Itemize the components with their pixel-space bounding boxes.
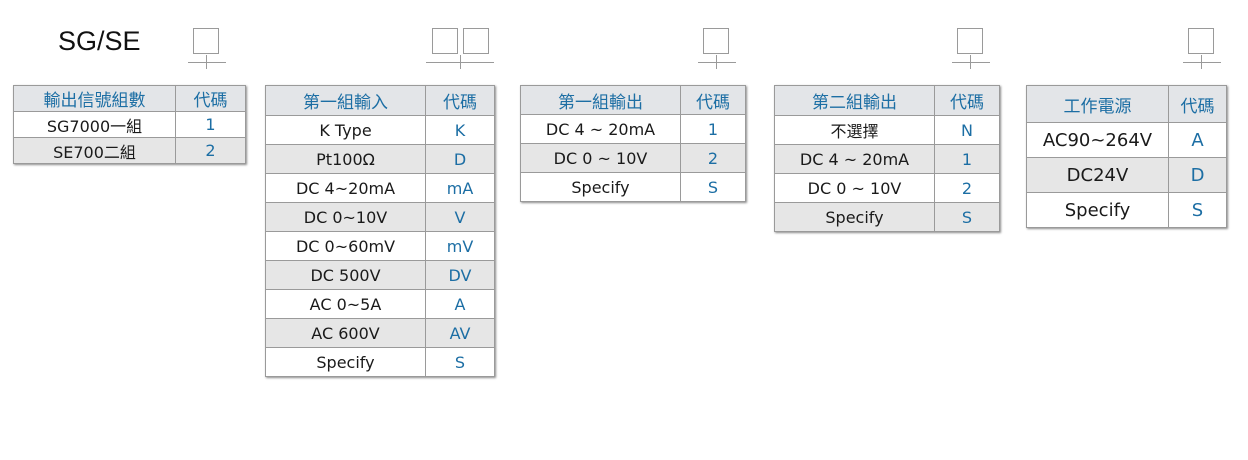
option-label: K Type <box>265 115 426 145</box>
table-row: DC24V D <box>1026 157 1227 193</box>
table-row: SG7000一組 1 <box>13 111 246 138</box>
option-label: DC 0 ~ 10V <box>774 173 935 203</box>
table-header: 第一組輸入 <box>265 85 426 116</box>
table-row: AC 0~5A A <box>265 289 495 319</box>
first-output-table: 第一組輸出 代碼 DC 4 ~ 20mA 1 DC 0 ~ 10V 2 Spec… <box>520 85 746 202</box>
table-header-code: 代碼 <box>1168 85 1227 123</box>
table-row: DC 0~60mV mV <box>265 231 495 261</box>
option-code: 2 <box>680 143 746 173</box>
table-header: 第二組輸出 <box>774 85 935 116</box>
table-row: AC 600V AV <box>265 318 495 348</box>
option-code: S <box>934 202 1000 232</box>
option-code: DV <box>425 260 495 290</box>
connector-line <box>426 62 494 63</box>
code-box-input-1b <box>463 28 489 54</box>
option-code: K <box>425 115 495 145</box>
connector-line <box>1183 62 1221 63</box>
option-label: SG7000一組 <box>13 111 176 138</box>
table-header: 工作電源 <box>1026 85 1169 123</box>
table-row: 不選擇 N <box>774 115 1000 145</box>
option-label: 不選擇 <box>774 115 935 145</box>
option-label: SE700二組 <box>13 137 176 164</box>
option-label: Specify <box>265 347 426 377</box>
table-row: Specify S <box>1026 192 1227 228</box>
output-signal-groups-table: 輸出信號組數 代碼 SG7000一組 1 SE700二組 2 <box>13 85 246 164</box>
option-code: 1 <box>934 144 1000 174</box>
option-code: N <box>934 115 1000 145</box>
option-label: Specify <box>520 172 681 202</box>
connector-line <box>698 62 736 63</box>
table-row: DC 4 ~ 20mA 1 <box>520 114 746 144</box>
table-row: DC 0 ~ 10V 2 <box>520 143 746 173</box>
table-header-code: 代碼 <box>680 85 746 115</box>
option-code: S <box>1168 192 1227 228</box>
table-header: 第一組輸出 <box>520 85 681 115</box>
option-label: DC 4~20mA <box>265 173 426 203</box>
table-row: DC 0 ~ 10V 2 <box>774 173 1000 203</box>
table-row: DC 4 ~ 20mA 1 <box>774 144 1000 174</box>
option-label: Pt100Ω <box>265 144 426 174</box>
code-box-output-2 <box>957 28 983 54</box>
table-header-code: 代碼 <box>425 85 495 116</box>
table-header-code: 代碼 <box>175 85 246 112</box>
option-code: 1 <box>175 111 246 138</box>
option-code: D <box>425 144 495 174</box>
table-header: 輸出信號組數 <box>13 85 176 112</box>
option-code: S <box>425 347 495 377</box>
code-box-power <box>1188 28 1214 54</box>
option-code: 2 <box>175 137 246 164</box>
table-row: DC 500V DV <box>265 260 495 290</box>
option-code: S <box>680 172 746 202</box>
option-code: 2 <box>934 173 1000 203</box>
option-label: AC 600V <box>265 318 426 348</box>
option-code: mA <box>425 173 495 203</box>
table-row: DC 0~10V V <box>265 202 495 232</box>
table-row: Pt100Ω D <box>265 144 495 174</box>
option-label: DC 0~10V <box>265 202 426 232</box>
table-row: Specify S <box>774 202 1000 232</box>
table-row: Specify S <box>520 172 746 202</box>
table-row: DC 4~20mA mA <box>265 173 495 203</box>
option-label: Specify <box>1026 192 1169 228</box>
table-header-code: 代碼 <box>934 85 1000 116</box>
option-label: AC90~264V <box>1026 122 1169 158</box>
code-box-output-1 <box>703 28 729 54</box>
option-code: AV <box>425 318 495 348</box>
table-row: K Type K <box>265 115 495 145</box>
table-row: Specify S <box>265 347 495 377</box>
first-input-table: 第一組輸入 代碼 K Type K Pt100Ω D DC 4~20mA mA … <box>265 85 495 377</box>
option-code: D <box>1168 157 1227 193</box>
option-label: AC 0~5A <box>265 289 426 319</box>
code-box-output-groups <box>193 28 219 54</box>
option-label: DC 4 ~ 20mA <box>774 144 935 174</box>
model-title: SG/SE <box>58 26 141 56</box>
option-label: DC 4 ~ 20mA <box>520 114 681 144</box>
code-box-input-1a <box>432 28 458 54</box>
second-output-table: 第二組輸出 代碼 不選擇 N DC 4 ~ 20mA 1 DC 0 ~ 10V … <box>774 85 1000 232</box>
option-label: DC 0 ~ 10V <box>520 143 681 173</box>
option-label: DC 0~60mV <box>265 231 426 261</box>
option-code: 1 <box>680 114 746 144</box>
option-label: Specify <box>774 202 935 232</box>
connector-line <box>952 62 990 63</box>
option-code: V <box>425 202 495 232</box>
connector-line <box>188 62 226 63</box>
option-code: A <box>425 289 495 319</box>
option-label: DC 500V <box>265 260 426 290</box>
option-label: DC24V <box>1026 157 1169 193</box>
power-supply-table: 工作電源 代碼 AC90~264V A DC24V D Specify S <box>1026 85 1227 228</box>
option-code: A <box>1168 122 1227 158</box>
option-code: mV <box>425 231 495 261</box>
table-row: SE700二組 2 <box>13 137 246 164</box>
table-row: AC90~264V A <box>1026 122 1227 158</box>
